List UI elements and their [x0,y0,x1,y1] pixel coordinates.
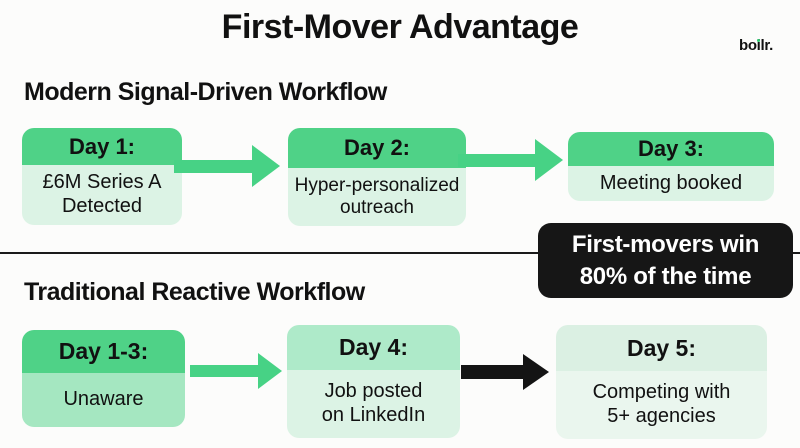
logo-green-dot-icon [756,38,761,42]
arrow-right-icon [190,353,282,389]
arrow-shaft [174,159,252,173]
step-day1-header: Day 1: [22,128,182,165]
boilr-logo-text: boilr. [738,37,773,54]
step-day1-3-body: Unaware [22,373,185,427]
arrow-right-icon [461,354,549,390]
arrow-head [523,354,549,390]
step-day5: Day 5: Competing with 5+ agencies [556,325,767,439]
arrow-shaft [190,365,258,377]
step-day3: Day 3: Meeting booked [568,132,774,201]
arrow-head [535,139,563,181]
step-day4-body: Job posted on LinkedIn [287,370,460,438]
section-heading-modern: Modern Signal-Driven Workflow [24,78,387,106]
arrow-head [258,353,282,389]
step-day3-body: Meeting booked [568,166,774,201]
divider-line [0,252,800,254]
step-day1-body: £6M Series A Detected [22,165,182,225]
arrow-shaft [458,153,535,167]
step-day4-header: Day 4: [287,325,460,370]
callout-badge: First-movers win 80% of the time [538,223,793,298]
step-day1-3-header: Day 1-3: [22,330,185,373]
boilr-logo: boilr. [739,37,773,54]
arrow-right-icon [174,145,280,187]
page-title: First-Mover Advantage [221,8,579,46]
callout-line1: First-movers win [571,231,760,259]
step-day2: Day 2: Hyper-personalized outreach [288,128,466,226]
arrow-right-icon [458,139,563,181]
step-day2-body: Hyper-personalized outreach [288,168,466,226]
step-day1: Day 1: £6M Series A Detected [22,128,182,225]
arrow-shaft [461,365,523,379]
step-day1-3: Day 1-3: Unaware [22,330,185,427]
step-day2-header: Day 2: [288,128,466,168]
section-heading-traditional: Traditional Reactive Workflow [24,278,365,306]
step-day5-body: Competing with 5+ agencies [556,371,767,439]
step-day3-header: Day 3: [568,132,774,166]
step-day5-header: Day 5: [556,325,767,371]
step-day4: Day 4: Job posted on LinkedIn [287,325,460,438]
arrow-head [252,145,280,187]
callout-line2: 80% of the time [579,262,752,290]
